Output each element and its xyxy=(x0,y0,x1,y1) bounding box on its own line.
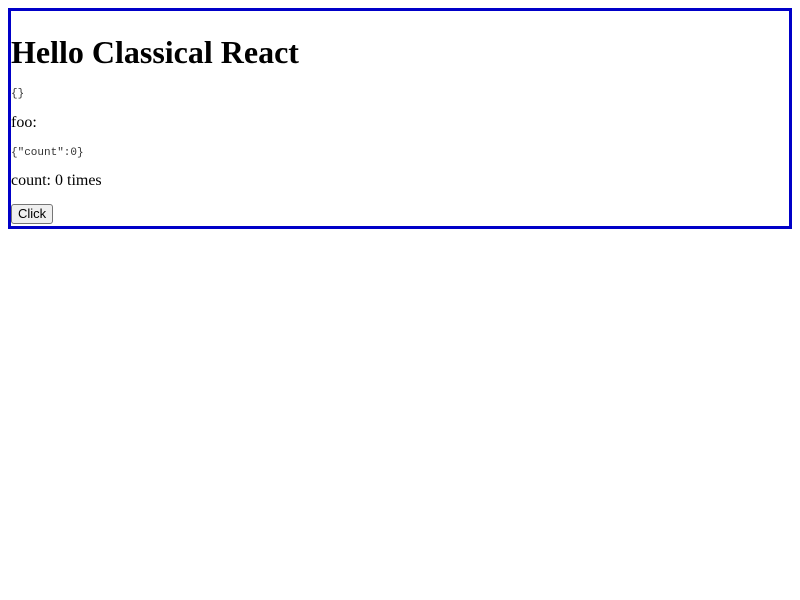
app-container: Hello Classical React {} foo: {"count":0… xyxy=(8,8,792,229)
button-row: Click xyxy=(11,204,789,224)
container-bottom-spacer xyxy=(11,224,789,226)
props-json: {} xyxy=(11,88,25,100)
foo-label: foo: xyxy=(11,114,37,131)
state-json: {"count":0} xyxy=(11,147,84,159)
page-title: Hello Classical React xyxy=(11,34,299,70)
count-text: count: 0 times xyxy=(11,172,102,189)
click-button[interactable]: Click xyxy=(11,204,54,224)
